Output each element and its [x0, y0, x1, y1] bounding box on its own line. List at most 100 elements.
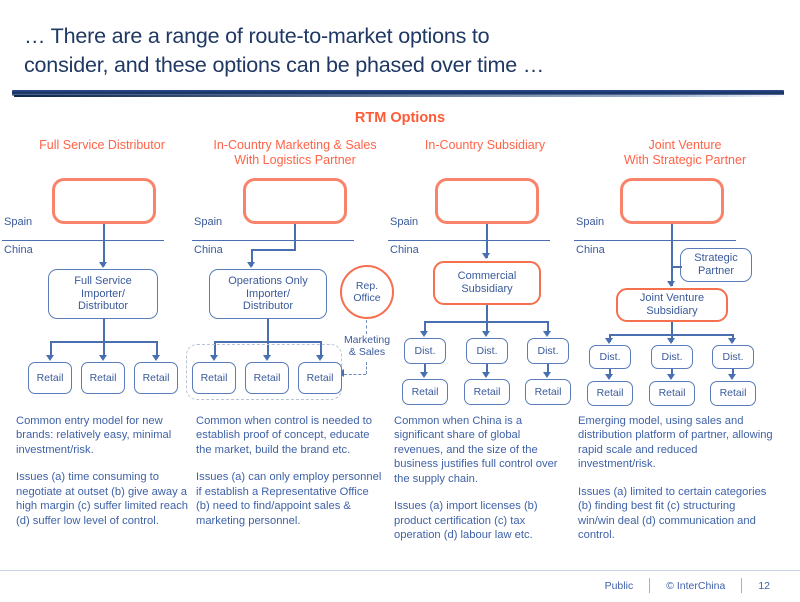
node-retail-2-column-4[interactable]: Retail	[649, 381, 695, 406]
connector-dist-3-to-retail-column-4	[732, 369, 734, 377]
footer-copyright: © InterChina	[666, 579, 726, 592]
country-band-line-column-4	[574, 240, 736, 242]
brand-box-column-2[interactable]	[243, 178, 347, 224]
page-title: … There are a range of route-to-market o…	[24, 22, 764, 79]
title-line-1: … There are a range of route-to-market o…	[24, 24, 490, 48]
connector-rep-office-dash-horizontal	[344, 374, 366, 375]
node-retail-1-column-3[interactable]: Retail	[402, 379, 448, 405]
connector-main-down-column-2	[267, 319, 269, 341]
title-divider	[12, 90, 790, 97]
description-paragraph: Issues (a) can only employ personnel if …	[196, 471, 382, 527]
description-column-2: Common when control is needed to establi…	[196, 414, 382, 528]
footer-content: Public © InterChina 12	[589, 578, 786, 593]
description-paragraph: Common when China is a significant share…	[394, 415, 558, 485]
column-header-line-2: With Strategic Partner	[623, 153, 747, 168]
brand-box-column-3[interactable]	[435, 178, 539, 224]
arrowhead-retail-3-column-4	[728, 374, 736, 380]
connector-dist-1-to-retail-column-4	[609, 369, 611, 377]
column-header-line-1: In-Country Marketing & Sales	[213, 138, 377, 152]
arrowhead-retail-1-column-1	[46, 355, 54, 361]
node-retail-2-column-3[interactable]: Retail	[464, 379, 510, 405]
connector-brand-jog-column-2	[251, 249, 296, 251]
connector-rep-office-dash-bottom	[366, 362, 367, 374]
node-retail-2-column-1[interactable]: Retail	[81, 362, 125, 394]
connector-partner-to-jv-column-4	[671, 266, 682, 268]
arrowhead-dist-2-column-3	[482, 331, 490, 337]
description-column-3: Common when China is a significant share…	[394, 414, 570, 543]
arrowhead-retail-1-column-2	[210, 355, 218, 361]
title-line-2: consider, and these options can be phase…	[24, 52, 545, 77]
footer-page-number: 12	[758, 579, 770, 592]
node-retail-2-column-2[interactable]: Retail	[245, 362, 289, 394]
country-label-spain-column-4: Spain	[576, 216, 605, 228]
node-dist-2-column-3[interactable]: Dist.	[466, 338, 508, 364]
arrowhead-retail-3-column-2	[316, 355, 324, 361]
description-paragraph: Issues (a) import licenses (b) product c…	[394, 500, 538, 542]
description-paragraph: Common entry model for new brands: relat…	[16, 415, 172, 456]
connector-branch-2-column-3	[486, 321, 488, 333]
node-retail-3-column-1[interactable]: Retail	[134, 362, 178, 394]
node-strategic-partner[interactable]: Strategic Partner	[680, 248, 752, 282]
arrowhead-retail-3-column-1	[152, 355, 160, 361]
footer-separator	[741, 578, 743, 593]
column-header-line-1: Joint Venture	[648, 138, 722, 152]
arrowhead-retail-2-column-1	[99, 355, 107, 361]
node-retail-1-column-2[interactable]: Retail	[192, 362, 236, 394]
connector-dist-3-to-retail-column-3	[547, 364, 549, 374]
node-rep-office[interactable]: Rep. Office	[340, 265, 394, 319]
arrowhead-retail-3-column-3	[543, 372, 551, 378]
arrowhead-retail-1-column-4	[605, 374, 613, 380]
node-retail-1-column-4[interactable]: Retail	[587, 381, 633, 406]
arrowhead-main-column-3	[482, 253, 490, 259]
column-header-in-country-marketing-sales: In-Country Marketing & Sales With Logist…	[198, 138, 392, 169]
country-band-line-column-3	[388, 240, 550, 242]
node-commercial-subsidiary[interactable]: Commercial Subsidiary	[433, 261, 541, 305]
node-joint-venture-subsidiary[interactable]: Joint Venture Subsidiary	[616, 288, 728, 322]
connector-brand-to-main-column-1	[103, 224, 105, 266]
node-retail-3-column-2[interactable]: Retail	[298, 362, 342, 394]
column-header-joint-venture: Joint Venture With Strategic Partner	[578, 138, 792, 169]
connector-brand-to-jv-column-4	[671, 224, 673, 286]
country-label-spain-column-3: Spain	[390, 216, 419, 228]
connector-jog-down-column-2	[251, 249, 253, 266]
brand-box-column-4[interactable]	[620, 178, 724, 224]
arrowhead-dist-3-column-3	[543, 331, 551, 337]
column-header-line-1: In-Country Subsidiary	[424, 138, 546, 152]
node-full-service-importer-distributor[interactable]: Full Service Importer/ Distributor	[48, 269, 158, 319]
footer: Public © InterChina 12	[0, 570, 800, 602]
country-label-spain-column-2: Spain	[194, 216, 223, 228]
country-band-line-column-1	[2, 240, 164, 242]
node-dist-3-column-4[interactable]: Dist.	[712, 345, 754, 369]
node-dist-3-column-3[interactable]: Dist.	[527, 338, 569, 364]
connector-branch-2-column-1	[103, 341, 105, 357]
country-label-spain-column-1: Spain	[4, 216, 33, 228]
arrowhead-dist-2-column-4	[667, 338, 675, 344]
description-paragraph: Common when control is needed to establi…	[196, 415, 372, 456]
arrowhead-retail-1-column-3	[420, 372, 428, 378]
node-dist-2-column-4[interactable]: Dist.	[651, 345, 693, 369]
node-retail-3-column-3[interactable]: Retail	[525, 379, 571, 405]
connector-branch-3-column-1	[156, 341, 158, 357]
connector-branch-2-column-2	[267, 341, 269, 357]
node-retail-3-column-4[interactable]: Retail	[710, 381, 756, 406]
arrowhead-retail-2-column-4	[667, 374, 675, 380]
connector-jv-down-column-4	[671, 322, 673, 334]
brand-box-column-1[interactable]	[52, 178, 156, 224]
description-paragraph: Issues (a) time consuming to negotiate a…	[16, 471, 189, 527]
connector-dist-2-to-retail-column-4	[671, 369, 673, 377]
node-retail-1-column-1[interactable]: Retail	[28, 362, 72, 394]
footer-classification: Public	[604, 579, 634, 592]
node-operations-only-importer-distributor[interactable]: Operations Only Importer/ Distributor	[209, 269, 327, 319]
node-dist-1-column-4[interactable]: Dist.	[589, 345, 631, 369]
arrowhead-dist-3-column-4	[728, 338, 736, 344]
node-dist-1-column-3[interactable]: Dist.	[404, 338, 446, 364]
section-heading: RTM Options	[354, 110, 446, 126]
arrowhead-main-column-1	[99, 262, 107, 268]
connector-main-down-column-1	[103, 319, 105, 341]
arrowhead-main-column-2	[247, 262, 255, 268]
country-label-china-column-4: China	[576, 244, 605, 256]
label-marketing-and-sales: Marketing & Sales	[343, 334, 391, 359]
arrowhead-jv-column-4	[667, 281, 675, 287]
column-header-line-1: Full Service Distributor	[39, 138, 165, 152]
